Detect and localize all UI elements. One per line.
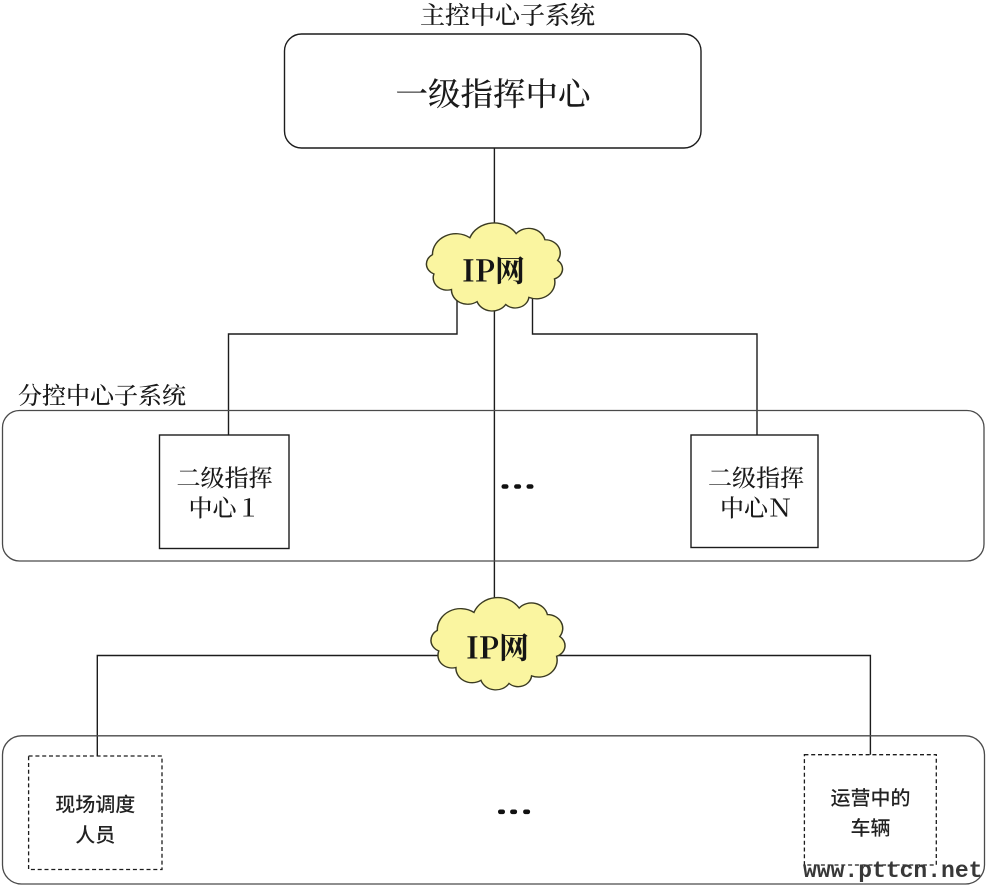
svg-text:www.pttcn.net: www.pttcn.net [803, 858, 982, 884]
